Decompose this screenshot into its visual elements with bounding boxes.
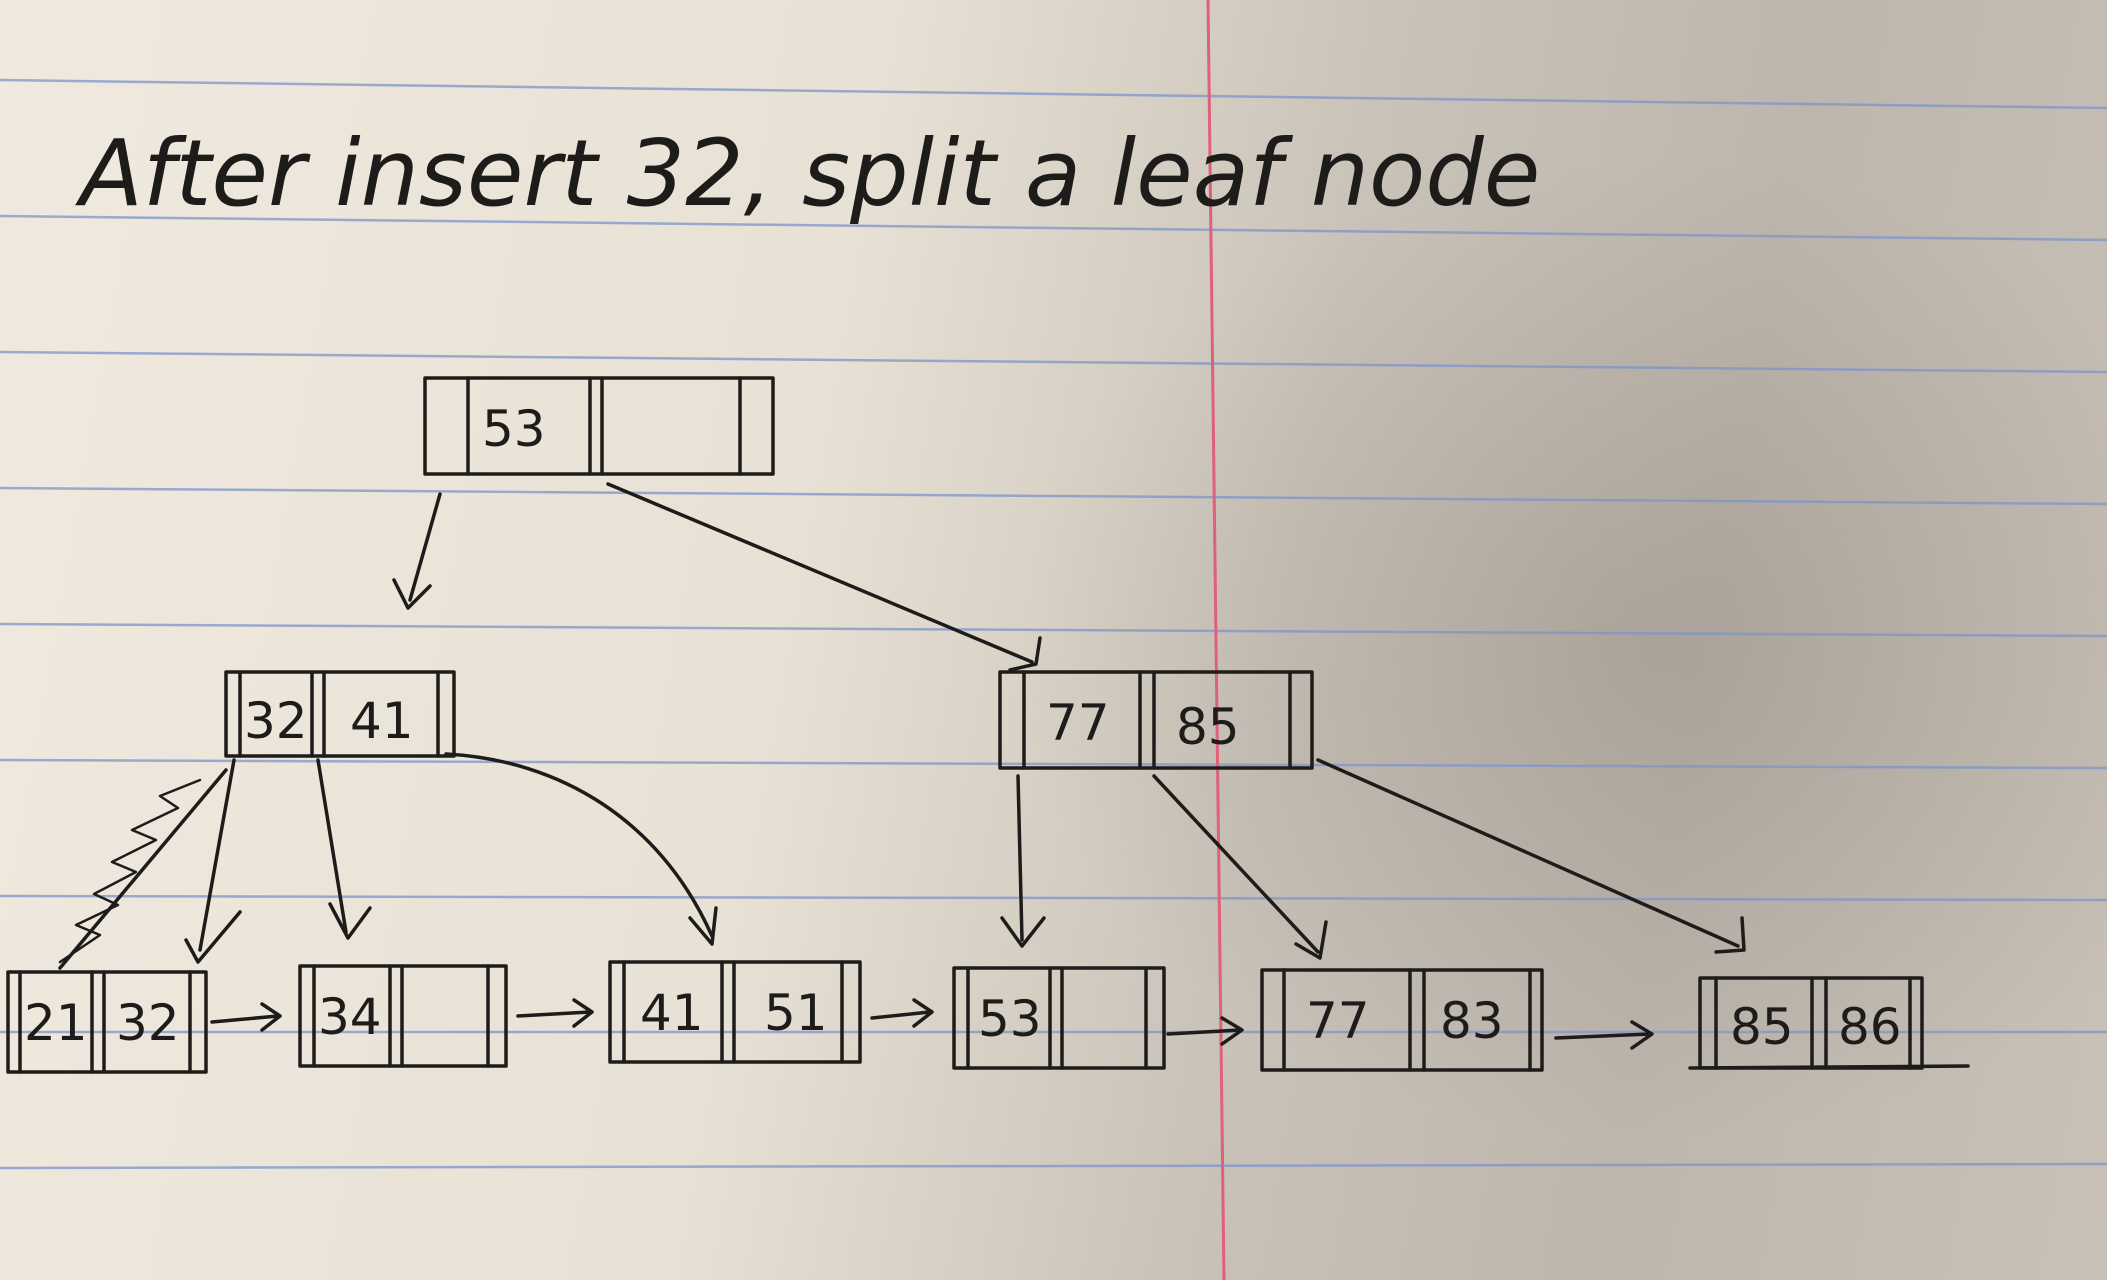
leaf-3-key-1: 41 xyxy=(640,984,704,1042)
leaf-node-3 xyxy=(608,960,862,1064)
internal-2-pointer-2 xyxy=(1152,774,1320,954)
leaf-node-2 xyxy=(298,964,508,1068)
internal-2-key-1: 77 xyxy=(1046,694,1110,752)
leaf-3-key-2: 51 xyxy=(764,984,828,1042)
leaf-5-key-1: 77 xyxy=(1306,992,1370,1050)
internal-1-pointer-1-head xyxy=(184,910,242,964)
margin-line xyxy=(1206,0,1226,1280)
leaf-node-1 xyxy=(6,970,208,1074)
internal-1-pointer-crossed xyxy=(58,768,228,970)
internal-1-pointer-3-head xyxy=(688,906,718,946)
internal-2-pointer-3 xyxy=(1316,758,1740,948)
leaf-4-key-1: 53 xyxy=(978,990,1042,1048)
internal-2-pointer-2-head xyxy=(1294,920,1328,960)
leaf-node-4 xyxy=(952,966,1166,1070)
rule-lines xyxy=(0,78,2107,1170)
internal-1-key-1: 32 xyxy=(244,692,308,750)
root-pointer-right xyxy=(606,482,1034,664)
internal-2-pointer-1 xyxy=(1016,774,1024,942)
leaf-5-key-2: 83 xyxy=(1440,992,1504,1050)
internal-1-pointer-2-head xyxy=(328,902,372,940)
internal-node-1 xyxy=(224,670,456,758)
internal-2-pointer-1-head xyxy=(1000,916,1046,948)
internal-2-key-2: 85 xyxy=(1176,698,1240,756)
internal-1-pointer-3 xyxy=(444,752,714,938)
leaf-1-key-2: 32 xyxy=(116,994,180,1052)
leaf-node-5 xyxy=(1260,968,1544,1072)
node-keys: 53 32 41 77 85 21 32 34 41 51 53 77 83 8… xyxy=(24,400,1902,1056)
leaf-6-underline xyxy=(1688,1064,1970,1070)
internal-1-key-2: 41 xyxy=(350,692,414,750)
leaf-1-key-1: 21 xyxy=(24,994,88,1052)
leaf-6-key-1: 85 xyxy=(1730,998,1794,1056)
internal-2-pointer-3-head xyxy=(1714,916,1746,954)
crossed-out-scribble xyxy=(58,778,202,964)
root-pointer-right-head xyxy=(1008,636,1042,672)
internal-1-pointer-2 xyxy=(316,758,348,934)
internal-1-pointer-1 xyxy=(198,758,236,952)
leaf-2-key-1: 34 xyxy=(318,988,382,1046)
leaf-6-key-2: 86 xyxy=(1838,998,1902,1056)
internal-node-2 xyxy=(998,670,1314,770)
root-key-1: 53 xyxy=(482,400,546,458)
leaf-link-arrows xyxy=(210,998,1654,1050)
root-node xyxy=(423,376,775,476)
title: After insert 32, split a leaf node xyxy=(75,120,1540,227)
root-pointer-left xyxy=(408,492,442,602)
root-pointer-left-head xyxy=(392,578,432,610)
